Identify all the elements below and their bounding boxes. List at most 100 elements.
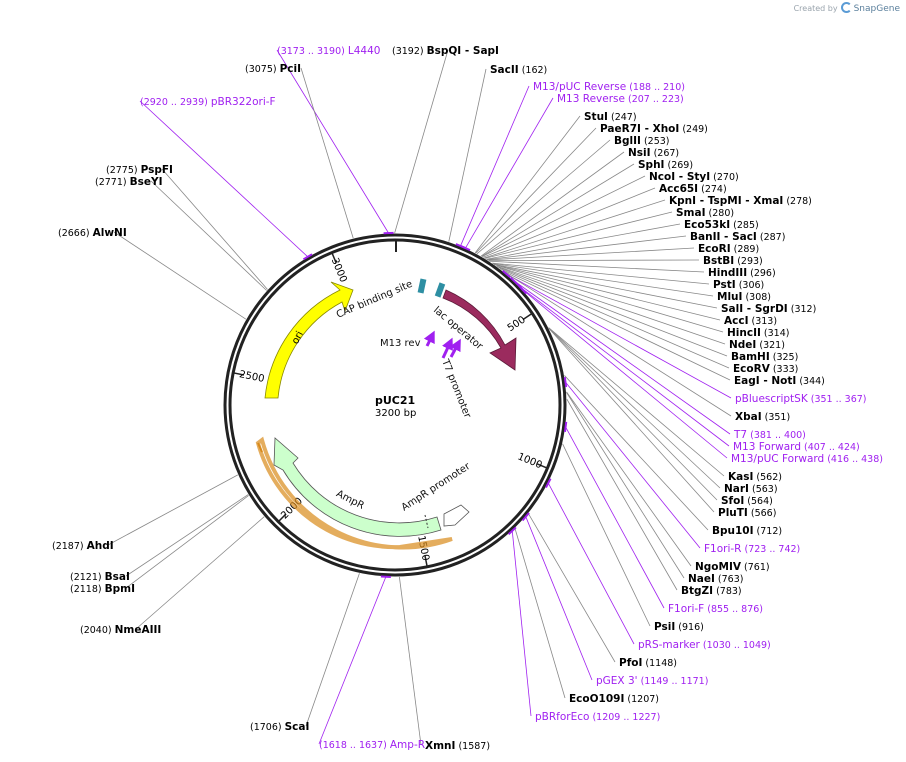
enzyme-label[interactable]: NdeI (321): [729, 339, 785, 351]
enzyme-position: (274): [698, 184, 727, 195]
enzyme-name: KpnI: [669, 195, 696, 207]
enzyme-label[interactable]: PfoI (1148): [619, 657, 677, 669]
enzyme-leader-line: [474, 115, 581, 254]
enzyme-leader-line: [499, 268, 730, 369]
primer-label[interactable]: pBRforEco (1209 .. 1227): [535, 711, 660, 723]
enzyme-label[interactable]: PluTI (566): [718, 507, 776, 519]
primer-label[interactable]: pRS-marker (1030 .. 1049): [638, 639, 771, 651]
enzyme-label[interactable]: EcoO109I (1207): [569, 693, 659, 705]
primer-label[interactable]: (2920 .. 2939) pBR322ori-F: [140, 96, 276, 108]
primer-leader-line: [511, 530, 532, 717]
tick-label: 1000: [516, 451, 544, 471]
enzyme-label[interactable]: (2771) BseYI: [95, 176, 163, 188]
enzyme-label[interactable]: (3192) BspQI - SapI: [392, 45, 499, 57]
enzyme-label[interactable]: SfoI (564): [721, 495, 773, 507]
enzyme-label[interactable]: SalI - SgrDI (312): [721, 303, 816, 315]
enzyme-label[interactable]: XbaI (351): [735, 411, 790, 423]
t7-arrow-b[interactable]: [449, 338, 461, 358]
enzyme-label[interactable]: PsiI (916): [654, 621, 704, 633]
primer-label[interactable]: M13/pUC Reverse (188 .. 210): [533, 81, 685, 93]
primer-label[interactable]: F1ori-R (723 .. 742): [704, 543, 800, 555]
enzyme-label[interactable]: StuI (247): [584, 111, 637, 123]
enzyme-label[interactable]: BglII (253): [614, 135, 670, 147]
enzyme-name: HincII: [727, 327, 761, 339]
enzyme-label[interactable]: (2187) AhdI: [52, 540, 114, 552]
enzyme-label[interactable]: EagI - NotI (344): [734, 375, 825, 387]
primer-range: (381 .. 400): [747, 430, 806, 441]
m13-rev-arrow[interactable]: [423, 330, 435, 347]
primer-label[interactable]: M13 Forward (407 .. 424): [733, 441, 860, 453]
enzyme-label[interactable]: SmaI (280): [676, 207, 734, 219]
enzyme-name: HindIII: [708, 267, 747, 279]
enzyme-leader-line: [113, 231, 247, 320]
enzyme-label[interactable]: EcoRV (333): [733, 363, 798, 375]
enzyme-name-2: StyI: [687, 171, 710, 183]
enzyme-name: NaeI: [688, 573, 715, 585]
enzyme-label[interactable]: Acc65I (274): [659, 183, 727, 195]
enzyme-label[interactable]: BtgZI (783): [681, 585, 742, 597]
enzyme-label[interactable]: Bpu10I (712): [712, 525, 782, 537]
enzyme-label[interactable]: XmnI (1587): [425, 740, 490, 752]
enzyme-label[interactable]: (2666) AlwNI: [58, 227, 127, 239]
enzyme-label[interactable]: HincII (314): [727, 327, 789, 339]
primer-site-mark: [380, 575, 391, 579]
tick-line: [522, 312, 533, 321]
primer-label[interactable]: pBluescriptSK (351 .. 367): [735, 393, 867, 405]
enzyme-label[interactable]: KpnI - TspMI - XmaI (278): [669, 195, 812, 207]
enzyme-label[interactable]: NgoMIV (761): [695, 561, 770, 573]
primer-label[interactable]: (3173 .. 3190) L4440: [277, 45, 380, 57]
enzyme-label[interactable]: BstBI (293): [703, 255, 763, 267]
tick-line: [536, 463, 548, 469]
enzyme-label[interactable]: KasI (562): [728, 471, 782, 483]
lac-operator-feature[interactable]: [434, 282, 446, 298]
enzyme-label[interactable]: NcoI - StyI (270): [649, 171, 739, 183]
enzyme-label[interactable]: AccI (313): [724, 315, 777, 327]
primer-label[interactable]: T7 (381 .. 400): [733, 429, 806, 441]
enzyme-label[interactable]: BamHI (325): [731, 351, 798, 363]
enzyme-leader-line: [488, 259, 700, 262]
enzyme-label[interactable]: NsiI (267): [628, 147, 679, 159]
enzyme-position: (1706): [250, 722, 285, 733]
primer-label[interactable]: M13/pUC Forward (416 .. 438): [731, 453, 883, 465]
enzyme-leader-line: [487, 247, 695, 261]
cap-binding-site-feature[interactable]: [417, 278, 427, 294]
enzyme-label[interactable]: NaeI (763): [688, 573, 743, 585]
enzyme-label[interactable]: (2040) NmeAIII: [80, 624, 161, 636]
t7-arrow-a[interactable]: [441, 337, 453, 359]
enzyme-label[interactable]: PstI (306): [713, 279, 764, 291]
lacz-alpha-feature[interactable]: [442, 289, 517, 371]
enzyme-label[interactable]: SacII (162): [490, 64, 547, 76]
enzyme-label[interactable]: Eco53kI (285): [684, 219, 759, 231]
ori-feature[interactable]: [264, 281, 354, 399]
enzyme-label[interactable]: MluI (308): [717, 291, 771, 303]
enzyme-position: (269): [664, 160, 693, 171]
enzyme-label[interactable]: (1706) ScaI: [250, 721, 309, 733]
enzyme-name: BpmI: [105, 583, 135, 595]
primer-label[interactable]: M13 Reverse (207 .. 223): [557, 93, 684, 105]
enzyme-name-2: SgrDI: [755, 303, 788, 315]
enzyme-label[interactable]: (2118) BpmI: [70, 583, 135, 595]
enzyme-leader-line: [481, 175, 646, 257]
enzyme-label[interactable]: EcoRI (289): [698, 243, 759, 255]
primer-label[interactable]: pGEX 3' (1149 .. 1171): [596, 675, 708, 687]
primer-range: (723 .. 742): [741, 544, 800, 555]
backbone-outer: [223, 233, 567, 577]
enzyme-label[interactable]: BanII - SacI (287): [690, 231, 785, 243]
enzyme-position: (2666): [58, 228, 93, 239]
enzyme-label[interactable]: (2121) BsaI: [70, 571, 130, 583]
enzyme-label[interactable]: (2775) PspFI: [106, 164, 173, 176]
ampr-feature[interactable]: [273, 437, 442, 537]
enzyme-label[interactable]: NarI (563): [724, 483, 778, 495]
ampr-promoter-feature[interactable]: [443, 504, 470, 527]
primer-site-mark: [521, 512, 530, 522]
primer-label[interactable]: F1ori-F (855 .. 876): [668, 603, 763, 615]
enzyme-label[interactable]: HindIII (296): [708, 267, 776, 279]
enzyme-label[interactable]: (3075) PciI: [245, 63, 301, 75]
primer-range: (1618 .. 1637): [319, 740, 390, 751]
primer-name: pGEX 3': [596, 675, 638, 687]
enzyme-label[interactable]: PaeR7I - XhoI (249): [600, 123, 708, 135]
credit-brand: SnapGene: [853, 4, 900, 14]
enzyme-label[interactable]: SphI (269): [638, 159, 693, 171]
primer-label[interactable]: (1618 .. 1637) Amp-R: [319, 739, 425, 751]
